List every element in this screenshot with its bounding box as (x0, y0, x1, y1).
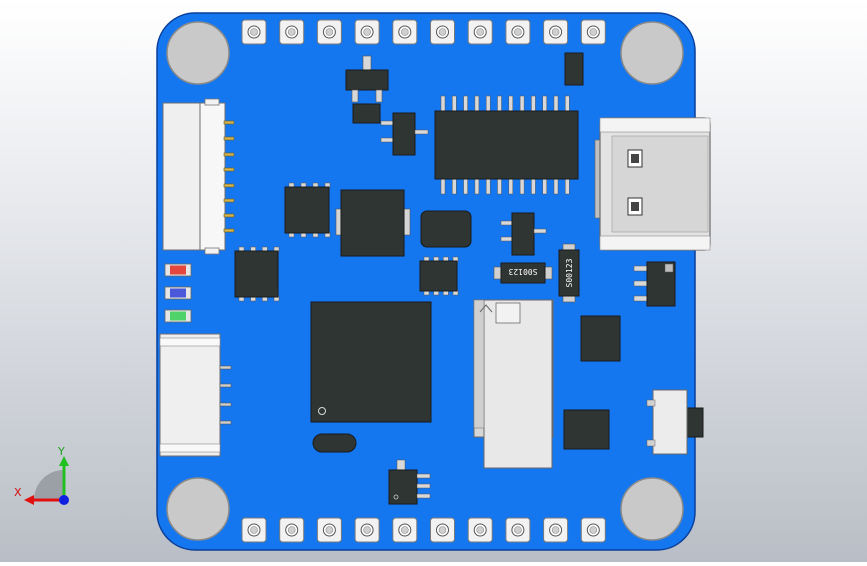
header-pin (505, 19, 531, 45)
led-red (164, 263, 192, 277)
header-pin (241, 517, 267, 543)
header-pin (316, 19, 342, 45)
voltage-regulator-bottom (388, 459, 431, 505)
header-pin (543, 517, 569, 543)
chip-pin (474, 95, 480, 113)
header-pins-top (241, 19, 606, 45)
diode-vertical: S00123 (558, 243, 580, 303)
chip-pin (497, 177, 502, 195)
header-pin (316, 517, 342, 543)
header-pin (543, 19, 569, 45)
chip-pin (440, 177, 446, 195)
transistor-right (500, 212, 547, 256)
header-pin (505, 517, 531, 543)
chip-pin (474, 177, 480, 195)
chip-pin (485, 177, 491, 195)
header-pin (467, 517, 493, 543)
usb-uart-chip (434, 95, 579, 195)
chip-soic8-center (419, 256, 459, 296)
chip-pin (463, 177, 468, 195)
left-connector-lower[interactable] (159, 333, 232, 457)
chip-pin (508, 177, 514, 195)
chip-pin (553, 95, 559, 113)
header-pin (392, 19, 418, 45)
diode-label-b: S00123 (565, 258, 574, 287)
main-mcu-chip (310, 301, 432, 423)
chip-pin (508, 95, 514, 113)
chip-pin (485, 95, 491, 113)
power-inductor (335, 189, 411, 257)
header-pin (392, 517, 418, 543)
usb-c-connector[interactable] (594, 117, 711, 251)
header-pin (354, 19, 380, 45)
chip-pin (452, 95, 457, 113)
header-pin (279, 517, 305, 543)
triad-plane-icon (34, 470, 64, 500)
small-chip-top (352, 103, 381, 124)
led-green (164, 309, 192, 323)
triad-x-label: X (14, 486, 22, 499)
chip-pin (542, 95, 547, 113)
header-pin (580, 19, 606, 45)
crystal-oscillator (312, 433, 357, 453)
orientation-triad[interactable]: Y X (14, 445, 69, 505)
chip-soic8-lower (234, 246, 280, 302)
left-connector-upper[interactable] (162, 98, 235, 255)
chip-pin (463, 95, 468, 113)
header-pin (580, 517, 606, 543)
chip-pin (519, 177, 525, 195)
tantalum-capacitor (420, 210, 472, 248)
chip-pin (452, 177, 457, 195)
sd-card-slot[interactable] (473, 299, 554, 469)
led-blue (164, 286, 192, 300)
voltage-regulator (633, 261, 676, 307)
chip-pin (565, 95, 570, 113)
chip-pin (553, 177, 559, 195)
capacitor-top-right (564, 52, 584, 86)
header-pin (430, 19, 455, 45)
chip-pin (531, 177, 536, 195)
chip-square-right (580, 315, 621, 362)
diode-label-a: S00123 (508, 267, 537, 276)
chip-pin (440, 95, 446, 113)
chip-square-lower-right (563, 409, 610, 450)
slide-switch[interactable] (646, 389, 704, 455)
chip-pin (542, 177, 547, 195)
chip-pin (531, 95, 536, 113)
header-pin (467, 19, 493, 45)
chip-pin (519, 95, 525, 113)
diode-horizontal: S00123 (493, 262, 553, 284)
transistor-mid (380, 112, 429, 156)
transistor-top (345, 55, 389, 103)
header-pins-bottom (241, 517, 606, 543)
header-pin (241, 19, 267, 45)
chip-soic8-upper (284, 182, 331, 238)
header-pin (279, 19, 305, 45)
header-pin (354, 517, 380, 543)
status-leds (164, 263, 192, 323)
chip-pin (497, 95, 502, 113)
header-pin (430, 517, 455, 543)
chip-pin (565, 177, 570, 195)
triad-y-label: Y (57, 445, 65, 458)
mounting-holes (166, 21, 684, 541)
